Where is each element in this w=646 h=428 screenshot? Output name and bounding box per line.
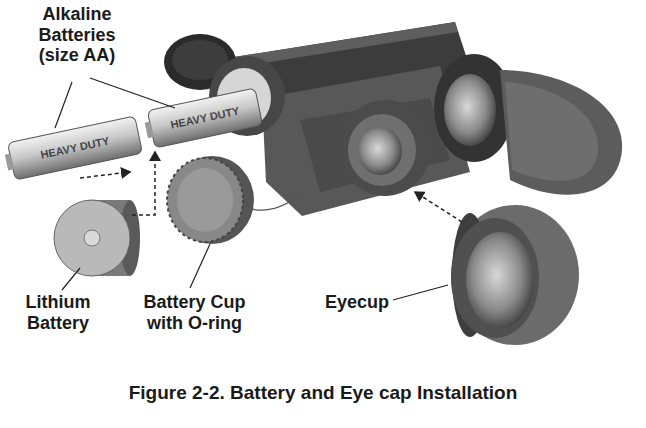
- part-label: Alkaline Batteries (size AA): [22, 4, 132, 66]
- figure-caption: Figure 2-2. Battery and Eye cap Installa…: [10, 382, 636, 404]
- part-label: Battery Cup with O-ring: [132, 292, 257, 333]
- part-label: Lithium Battery: [8, 292, 108, 333]
- part-label: Eyecup: [325, 292, 405, 313]
